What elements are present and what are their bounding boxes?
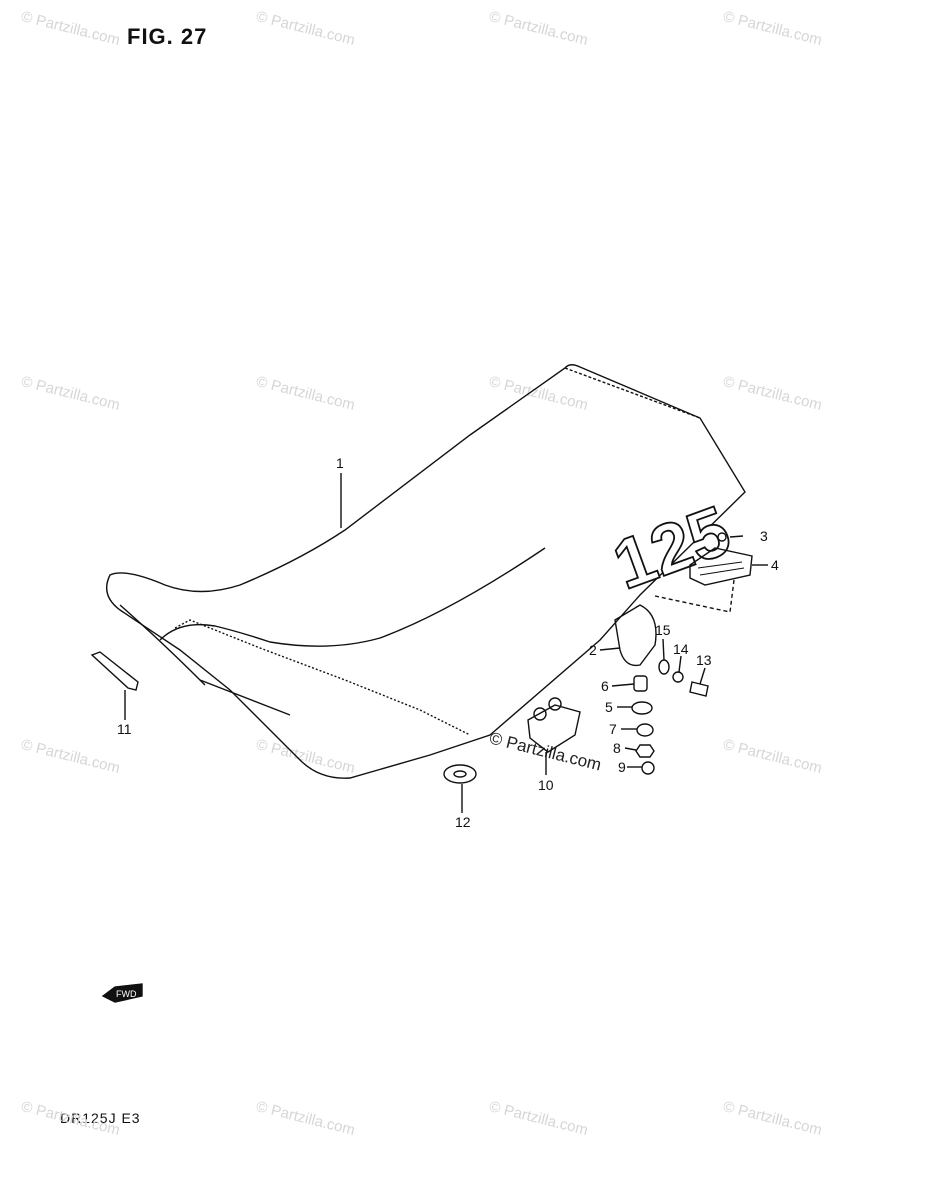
callout-6: 6 xyxy=(601,678,609,694)
fwd-arrow-icon xyxy=(101,983,143,1003)
bracket-part xyxy=(614,604,657,667)
callout-3: 3 xyxy=(760,528,768,544)
washer-part xyxy=(636,723,654,737)
nut-part xyxy=(641,761,655,775)
callout-1: 1 xyxy=(336,455,344,471)
cushion-part xyxy=(689,547,753,586)
washer-part xyxy=(631,701,653,715)
grommet-part xyxy=(443,764,477,784)
fwd-label: FWD xyxy=(116,989,137,999)
bolt-part xyxy=(689,681,709,697)
callout-4: 4 xyxy=(771,557,779,573)
callout-11: 11 xyxy=(117,721,132,737)
callout-14: 14 xyxy=(673,641,689,657)
figure-title: FIG. 27 xyxy=(127,24,208,49)
callout-9: 9 xyxy=(618,759,626,775)
collar-part xyxy=(633,675,648,692)
nut-part xyxy=(635,744,655,758)
callout-8: 8 xyxy=(613,740,621,756)
damper-part xyxy=(527,704,581,753)
callout-12: 12 xyxy=(455,814,471,830)
callout-13: 13 xyxy=(696,652,712,668)
callout-10: 10 xyxy=(538,777,554,793)
callout-15: 15 xyxy=(655,622,671,638)
washer-part xyxy=(658,659,670,675)
washer-part xyxy=(672,671,684,683)
nut-part xyxy=(717,532,727,542)
callout-5: 5 xyxy=(605,699,613,715)
callout-2: 2 xyxy=(589,642,597,658)
seat-part: 1 2 5 xyxy=(106,364,746,779)
hook-part xyxy=(90,651,139,691)
model-code: DR125J E3 xyxy=(60,1110,141,1126)
callout-7: 7 xyxy=(609,721,617,737)
seat-emblem: 125 xyxy=(603,491,739,604)
